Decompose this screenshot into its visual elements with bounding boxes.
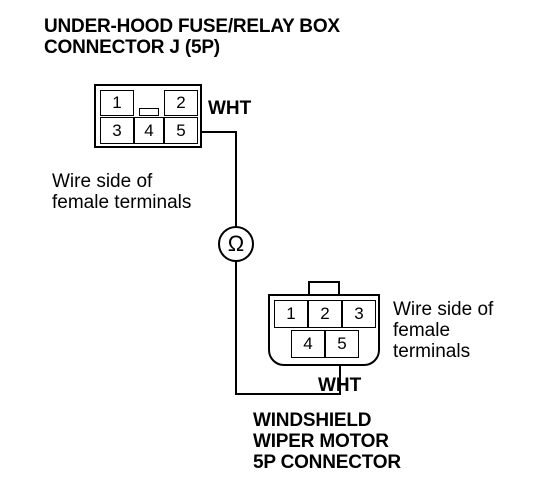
connector-j-pin-4: 4 bbox=[134, 117, 164, 144]
motor-connector-pin-2: 2 bbox=[308, 300, 342, 328]
right-note-line2: female bbox=[393, 320, 451, 341]
motor-connector-pin-3: 3 bbox=[342, 300, 376, 328]
motor-connector: 1 2 3 4 5 bbox=[268, 294, 380, 366]
motor-connector-wire-color: WHT bbox=[318, 375, 362, 396]
connector-j-pin-3: 3 bbox=[100, 117, 134, 144]
connector-j-pin-5: 5 bbox=[164, 117, 198, 144]
right-note-line3: terminals bbox=[393, 341, 471, 362]
page-title-line2: CONNECTOR J (5P) bbox=[44, 37, 220, 58]
wire-j5-to-meter bbox=[200, 131, 237, 227]
motor-connector-pin-4: 4 bbox=[291, 330, 325, 358]
motor-connector-pin-1: 1 bbox=[274, 300, 308, 328]
connector-j-wire-color: WHT bbox=[208, 98, 252, 119]
connector-j: 1 3 4 2 5 bbox=[94, 84, 202, 148]
bottom-label-line2: WIPER MOTOR bbox=[253, 431, 389, 452]
motor-connector-pin-5: 5 bbox=[325, 330, 359, 358]
page-title-line1: UNDER-HOOD FUSE/RELAY BOX bbox=[44, 16, 340, 37]
right-note-line1: Wire side of bbox=[393, 299, 494, 320]
motor-connector-lock-tab bbox=[308, 281, 340, 295]
left-note-line2: female terminals bbox=[52, 192, 192, 213]
wire-meter-to-motor5 bbox=[235, 261, 341, 395]
ohm-symbol: Ω bbox=[227, 231, 245, 256]
connector-j-pin-2: 2 bbox=[164, 90, 198, 116]
left-note-line1: Wire side of bbox=[52, 171, 153, 192]
connector-j-lock-tab bbox=[139, 108, 159, 116]
connector-j-pin-1: 1 bbox=[100, 90, 134, 116]
ohmmeter-icon bbox=[218, 226, 254, 262]
bottom-label-line1: WINDSHIELD bbox=[253, 410, 372, 431]
bottom-label-line3: 5P CONNECTOR bbox=[253, 452, 401, 473]
